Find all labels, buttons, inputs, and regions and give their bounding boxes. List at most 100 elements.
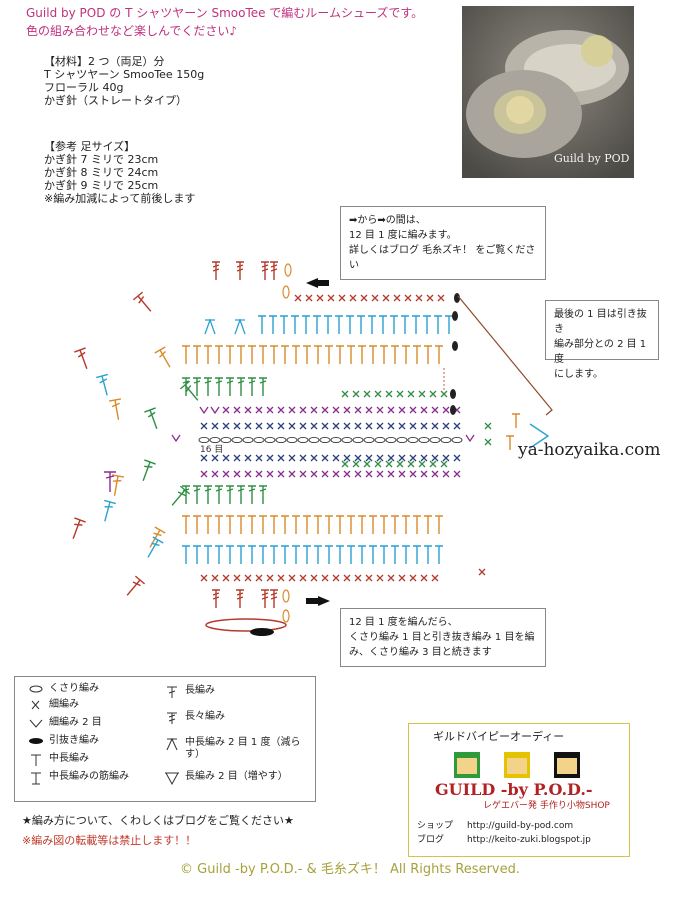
stitch-mark — [236, 589, 244, 608]
stitch-mark — [332, 470, 340, 478]
shop-logo: GUILD -by P.O.D.- — [435, 780, 593, 799]
stitch-mark — [284, 263, 292, 277]
arrow-right-icon — [306, 596, 330, 606]
stitch-mark — [420, 454, 428, 462]
stitch-mark — [280, 315, 288, 334]
stitch-mark — [376, 406, 384, 414]
stitch-mark — [182, 515, 190, 534]
stitch-mark — [512, 413, 520, 428]
intro-line-1: Guild by POD の T シャツヤーン SmooTee で編むルームシュ… — [26, 6, 424, 20]
stitch-mark — [261, 592, 269, 596]
stitch-mark — [171, 485, 191, 506]
stitch-mark — [261, 261, 269, 280]
hdc-back-loop-icon — [31, 772, 41, 785]
stitch-mark — [269, 315, 277, 334]
stitch-mark — [248, 380, 256, 384]
shop-url-link[interactable]: http://guild-by-pod.com — [467, 821, 574, 831]
stitch-mark — [347, 345, 355, 364]
stitch-mark — [111, 474, 125, 496]
stitch-mark — [182, 545, 190, 564]
stitch-mark — [233, 470, 241, 478]
stitch-mark — [193, 485, 201, 504]
stitch-mark — [452, 341, 458, 351]
stitch-mark — [255, 574, 263, 582]
legend-item: 長編み 2 目（増やす） — [163, 771, 288, 785]
stitch-mark — [396, 390, 404, 398]
stitch-mark — [248, 488, 256, 492]
stitch-mark — [277, 470, 285, 478]
stitch-mark — [435, 545, 443, 564]
stitch-mark — [236, 596, 244, 600]
stitch-mark — [248, 377, 256, 396]
stitch-rows — [72, 261, 550, 623]
stitch-mark — [418, 460, 426, 468]
stitch-mark — [211, 574, 219, 582]
stitch-mark — [465, 434, 475, 443]
stitch-mark — [398, 470, 406, 478]
legend-item: 長々編み — [163, 711, 225, 725]
connector-line — [457, 295, 553, 416]
stitch-mark — [409, 422, 417, 430]
stitch-mark — [211, 454, 219, 462]
stitch-mark — [387, 406, 395, 414]
stitch-mark — [303, 345, 311, 364]
stitch-mark — [376, 454, 384, 462]
stitch-mark — [390, 315, 398, 334]
note-line: ➡から➡の間は、 — [349, 215, 426, 226]
stitch-mark — [391, 515, 399, 534]
stitch-mark — [352, 436, 364, 444]
stitch-mark — [288, 470, 296, 478]
stitch-mark — [104, 471, 116, 492]
stitch-mark — [212, 264, 220, 268]
stitch-mark — [398, 454, 406, 462]
stitch-mark — [182, 485, 190, 504]
stitch-mark — [442, 406, 450, 414]
stitch-mark — [365, 470, 373, 478]
blog-url-link[interactable]: http://keito-zuki.blogspot.jp — [467, 835, 591, 845]
stitch-mark — [222, 422, 230, 430]
shop-card: ギルドバイピーオーディー GUILD -by P.O.D.- レゲエバー発 手作… — [408, 723, 630, 857]
stitch-mark — [343, 454, 351, 462]
stitch-mark — [452, 311, 458, 321]
stitch-mark — [424, 545, 432, 564]
stitch-mark — [321, 470, 329, 478]
stitch-mark — [286, 436, 298, 444]
stitch-mark — [294, 294, 302, 302]
stitch-mark — [360, 294, 368, 302]
note-right: 最後の 1 目は引き抜き 編み部分との 2 目 1 度 にします。 — [545, 300, 659, 380]
stitch-mark — [281, 345, 289, 364]
intro-line-2: 色の組み合わせなど楽しんでください♪ — [26, 24, 238, 38]
stitch-mark — [429, 460, 437, 468]
stitch-mark — [352, 460, 360, 468]
stitch-mark — [426, 294, 434, 302]
stitch-mark — [429, 390, 437, 398]
size-item: かぎ針 7 ミリで 23cm — [44, 153, 159, 166]
stitch-mark — [266, 406, 274, 414]
stitch-mark — [374, 460, 382, 468]
stitch-mark — [215, 380, 223, 384]
slip-stitch-mark — [250, 628, 274, 636]
note-line: 12 目 1 度に編みます。 — [349, 230, 457, 241]
stitch-mark — [266, 470, 274, 478]
stitch-mark — [435, 515, 443, 534]
stitch-mark — [236, 268, 244, 272]
stitch-mark — [409, 470, 417, 478]
stitch-mark — [270, 589, 278, 608]
note-top: ➡から➡の間は、 12 目 1 度に編みます。 詳しくはブログ 毛糸ズキ！ をご… — [340, 206, 546, 280]
stitch-mark — [299, 574, 307, 582]
stitch-mark — [226, 377, 234, 396]
blog-note: ★編み方について、くわしくはブログをご覧ください★ — [22, 814, 294, 827]
stitch-mark — [343, 406, 351, 414]
shop-tagline: レゲエバー発 手作り小物SHOP — [483, 801, 610, 811]
blog-label: ブログ — [417, 835, 445, 845]
stitch-mark — [259, 345, 267, 364]
stitch-mark — [391, 545, 399, 564]
slip-stitch-icon — [29, 738, 43, 744]
stitch-mark — [171, 434, 181, 443]
stitch-mark — [365, 574, 373, 582]
arrow-left-icon — [306, 278, 329, 288]
treble-crochet-icon — [167, 712, 177, 724]
stitch-mark — [126, 575, 146, 596]
stitch-mark — [277, 574, 285, 582]
materials-header: 【材料】2 つ（両足）分 — [44, 55, 165, 68]
